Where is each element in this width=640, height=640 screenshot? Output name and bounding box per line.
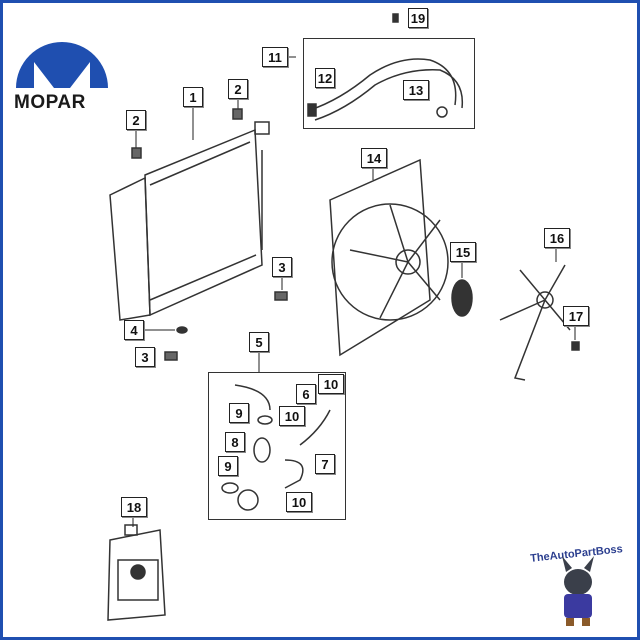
coolant-jug-drawing: [107, 524, 166, 621]
callout-11: 11: [262, 47, 288, 67]
callout-18: 18: [121, 497, 147, 517]
callout-7: 7: [315, 454, 335, 474]
callout-8: 8: [225, 432, 245, 452]
radiator-drawing: [109, 121, 270, 321]
callout-15: 15: [450, 242, 476, 262]
callout-3: 3: [135, 347, 155, 367]
mount-part-drawing: [131, 147, 142, 159]
mopar-logo-text: MOPAR: [14, 92, 86, 113]
upper-hose-drawing: [309, 58, 464, 121]
callout-13: 13: [403, 80, 429, 100]
fan-clutch-drawing: [451, 279, 473, 317]
callout-19: 19: [408, 8, 428, 28]
callout-6: 6: [296, 384, 316, 404]
upper-hose-group: [303, 38, 475, 129]
callout-2: 2: [126, 110, 146, 130]
callout-10: 10: [286, 492, 312, 512]
callout-1: 1: [183, 87, 203, 107]
callout-4: 4: [124, 320, 144, 340]
callout-5: 5: [249, 332, 269, 352]
callout-10: 10: [318, 374, 344, 394]
lower-hose-group: [208, 372, 346, 520]
callout-2: 2: [228, 79, 248, 99]
callout-3: 3: [272, 257, 292, 277]
callout-9: 9: [229, 403, 249, 423]
callout-12: 12: [315, 68, 335, 88]
callout-17: 17: [563, 306, 589, 326]
callout-9: 9: [218, 456, 238, 476]
callout-14: 14: [361, 148, 387, 168]
fan-shroud-drawing: [329, 158, 449, 357]
callout-10: 10: [279, 406, 305, 426]
fan-blade-drawing: [499, 264, 571, 381]
lower-hose-drawing: [221, 384, 331, 511]
mopar-logo-icon: [16, 42, 108, 88]
callout-16: 16: [544, 228, 570, 248]
